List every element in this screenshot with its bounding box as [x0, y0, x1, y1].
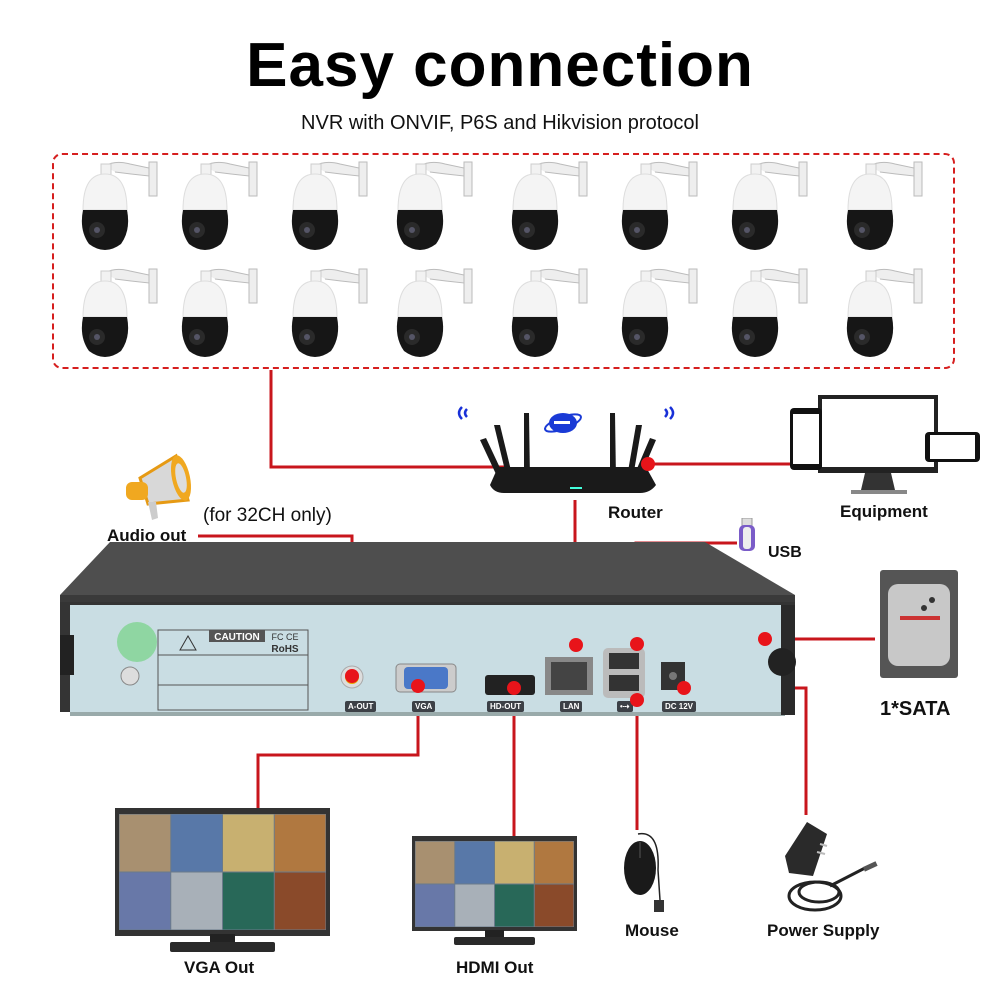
camera-feed-tile	[171, 872, 222, 930]
ptz-camera-icon	[181, 268, 258, 357]
ptz-camera-icon	[846, 268, 923, 357]
camera-feed-tile	[415, 884, 455, 927]
ptz-camera-icon	[181, 161, 258, 250]
ptz-camera-icon	[621, 161, 698, 250]
dot-lan	[569, 638, 583, 652]
camera-feed-tile	[415, 841, 455, 884]
camera-feed-tile	[455, 884, 494, 927]
power-adapter-icon	[785, 822, 878, 912]
caution-title: CAUTION	[214, 632, 260, 643]
ptz-camera-icon	[511, 268, 588, 357]
audio-note: (for 32CH only)	[203, 505, 332, 526]
mouse-icon	[624, 832, 664, 912]
dot-vga	[411, 679, 425, 693]
port-dc: DC 12V	[662, 701, 697, 712]
ptz-camera-icon	[396, 268, 473, 357]
nvr-device: CAUTION FC CE RoHS	[60, 542, 796, 716]
camera-feed-tile	[534, 841, 574, 884]
camera-group-frame	[52, 153, 955, 369]
hdmi-monitor-icon	[412, 836, 577, 945]
ptz-camera-icon	[511, 161, 588, 250]
port-lan: LAN	[560, 701, 583, 712]
ptz-camera-icon	[81, 161, 158, 250]
camera-feed-tile	[171, 814, 222, 872]
rohs-mark: RoHS	[271, 644, 299, 655]
camera-feed-tile	[534, 884, 574, 927]
ptz-camera-icon	[291, 161, 368, 250]
ptz-camera-icon	[731, 268, 808, 357]
camera-feed-tile	[119, 814, 171, 872]
power-supply-label: Power Supply	[767, 921, 880, 940]
port-hd-out: HD-OUT	[487, 701, 525, 712]
router-icon	[457, 406, 675, 493]
dot-dc	[677, 681, 691, 695]
camera-feed-tile	[495, 841, 534, 884]
port-a-out: A-OUT	[345, 701, 377, 712]
hard-drive-icon	[880, 570, 958, 678]
megaphone-icon	[126, 453, 192, 520]
wifi-left-icon	[457, 406, 468, 420]
ptz-camera-icon	[846, 161, 923, 250]
mouse-label: Mouse	[625, 921, 679, 940]
page-subtitle: NVR with ONVIF, P6S and Hikvision protoc…	[301, 112, 699, 134]
dot-hdmi	[507, 681, 521, 695]
port-usb: •⇢	[617, 701, 633, 712]
camera-feed-tile	[274, 814, 326, 872]
camera-feed-tile	[495, 884, 534, 927]
ptz-camera-icon	[81, 268, 158, 357]
ptz-camera-icon	[621, 268, 698, 357]
wifi-right-icon	[664, 406, 675, 420]
dot-usb-top	[630, 637, 644, 651]
sata-label: 1*SATA	[880, 698, 951, 720]
vga-monitor-icon	[115, 808, 330, 952]
camera-feed-tile	[274, 872, 326, 930]
ie-logo-icon	[544, 413, 582, 433]
router-port-dot	[641, 457, 655, 471]
ptz-camera-icon	[291, 268, 368, 357]
usb-label: USB	[768, 544, 802, 561]
audio-out-label: Audio out	[107, 526, 187, 545]
port-vga: VGA	[412, 701, 436, 712]
camera-feed-tile	[119, 872, 171, 930]
dot-usb-bottom	[630, 693, 644, 707]
equipment-label: Equipment	[840, 502, 928, 521]
camera-feed-tile	[455, 841, 494, 884]
dot-a-out	[345, 669, 359, 683]
dot-sata	[758, 632, 772, 646]
ptz-camera-icon	[731, 161, 808, 250]
router-label: Router	[608, 503, 663, 522]
equipment-icon	[790, 395, 980, 494]
page-title: Easy connection	[246, 31, 754, 100]
vga-out-label: VGA Out	[184, 958, 255, 977]
hdmi-out-label: HDMI Out	[456, 958, 534, 977]
usb-drive-icon	[739, 518, 755, 551]
cert-marks: FC CE	[272, 632, 299, 642]
camera-feed-tile	[223, 814, 274, 872]
ptz-camera-icon	[396, 161, 473, 250]
camera-feed-tile	[223, 872, 274, 930]
